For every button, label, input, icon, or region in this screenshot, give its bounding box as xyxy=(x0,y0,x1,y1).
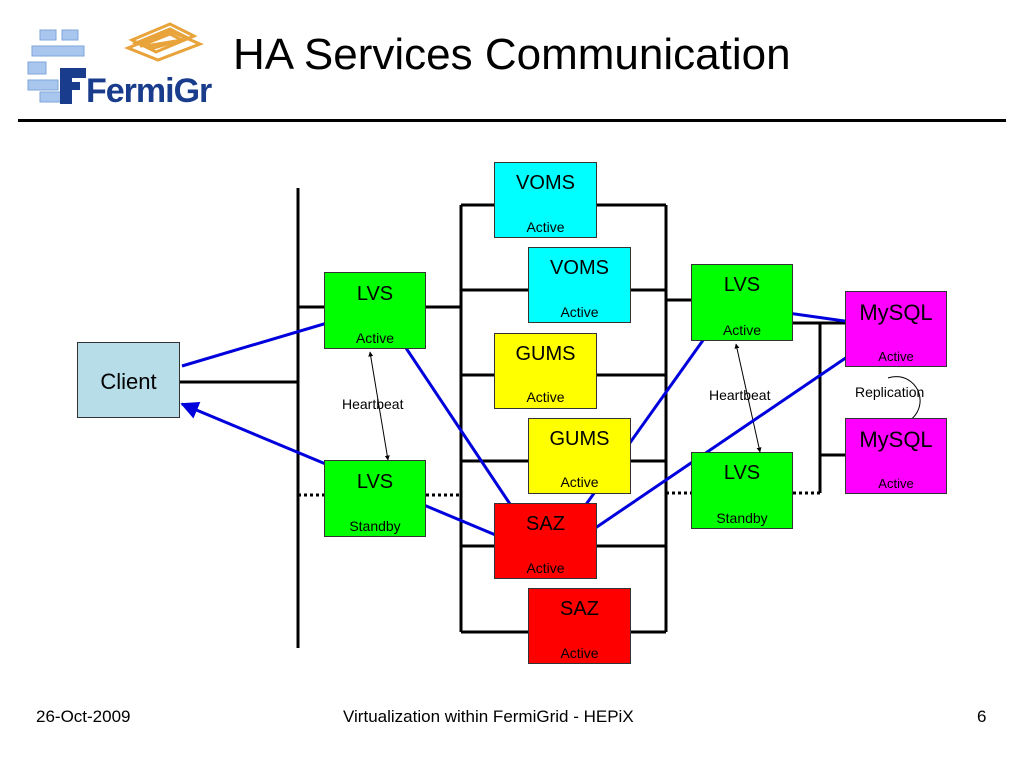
logo-f-icon xyxy=(60,68,86,104)
heartbeat-left-arrow xyxy=(368,351,390,461)
heartbeat-right-label: Heartbeat xyxy=(709,387,771,403)
saz-2-node: SAZ Active xyxy=(528,588,631,664)
voms-2-node: VOMS Active xyxy=(528,247,631,323)
heartbeat-left-label: Heartbeat xyxy=(342,396,404,412)
logo-glyph-icon xyxy=(27,29,85,103)
lvs-right-active-node: LVS Active xyxy=(691,264,793,341)
mysql-1-node: MySQL Active xyxy=(845,291,947,367)
gums-2-node: GUMS Active xyxy=(528,418,631,494)
slide-title: HA Services Communication xyxy=(233,30,791,79)
title-divider xyxy=(18,119,1006,122)
client-node: Client xyxy=(77,342,180,418)
lvs-left-active-node: LVS Active xyxy=(324,272,426,349)
heartbeat-right-arrow xyxy=(734,343,762,453)
lvs-left-standby-node: LVS Standby xyxy=(324,460,426,537)
mysql-2-node: MySQL Active xyxy=(845,418,947,494)
replication-label: Replication xyxy=(855,384,925,400)
lvs-right-standby-node: LVS Standby xyxy=(691,452,793,529)
voms-1-node: VOMS Active xyxy=(494,162,597,238)
footer-date: 26-Oct-2009 xyxy=(36,707,131,726)
arrow-client-to-lvs xyxy=(181,313,346,368)
gums-1-node: GUMS Active xyxy=(494,333,597,409)
footer-title: Virtualization within FermiGrid - HEPiX xyxy=(343,707,634,726)
saz-1-node: SAZ Active xyxy=(494,503,597,579)
page-number: 6 xyxy=(977,707,987,726)
arrow-mysql-to-saz xyxy=(558,334,879,554)
logo-squares-icon xyxy=(123,22,204,62)
